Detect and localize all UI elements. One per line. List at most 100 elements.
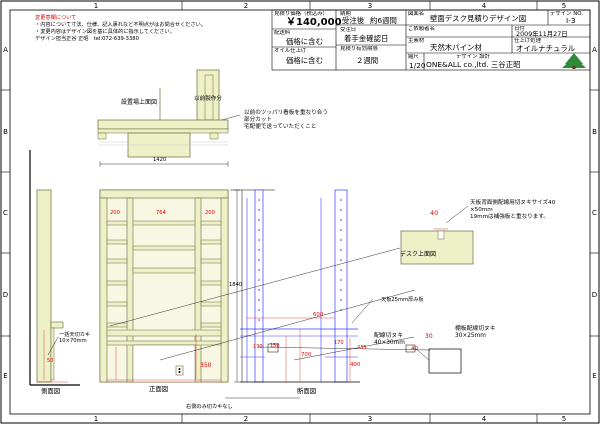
shelf-cut-drawing [405,344,462,374]
leader-lines [47,247,431,399]
lead-time-label: 納期 [340,11,351,17]
notes-heading: 変更意欄について [35,15,77,21]
lead-time-b: 約6週間 [370,16,397,25]
desk-tile-drawing [400,205,474,265]
prev-product-label: 以前製作分 [194,96,222,102]
oil-value: 価格に含む [286,56,323,65]
dim-shelf-30: 30 [425,333,433,340]
row-label: C [3,209,8,217]
col-label: 2 [244,415,248,423]
thick-note: 天板25mm厚み板 [381,297,424,303]
company-logo [562,53,586,69]
desk-plan-label: デスク上面図 [400,251,437,258]
plan-top-board [97,119,229,130]
design-by-label: デザイン 設計 [456,54,491,60]
date-label: 日付 [514,26,525,32]
estimate-value: ￥140,000 [286,17,342,28]
right-only-note: 右側のみ切カキなし [186,404,233,410]
row-label: A [3,46,8,54]
row-label: B [592,128,597,136]
validity-value: ２週間 [356,56,379,65]
side-view-drawing [29,150,80,386]
dim-700: 700 [301,352,312,358]
col-label: 5 [562,2,566,10]
top-plan-label: 設置場上面図 [121,99,158,106]
notes-line: ・内容について寸法、仕様、記入裏れなど不明点がはお問合せください。 [35,22,207,28]
row-label: D [592,291,597,299]
dim-50: 50 [47,358,54,364]
front-view-label: 正面図 [149,385,169,393]
front-top-board [99,189,229,199]
finish-label: 仕上げ処理 [514,38,541,44]
scale-value: 1/20 [409,61,426,70]
notes-line: ・変更内容はデザイン図を基に具体的に指示してください。 [35,29,175,35]
shelf-note: 棚板配線切ヌキ 30×25mm [455,326,496,339]
dim-350: 350 [200,362,212,369]
material-value: 天然木パイン材 [430,43,482,52]
dim-height: 1840 [229,282,243,288]
column-labels: 1 2 3 4 5 1 2 3 4 5 [94,2,566,423]
row-label: E [3,372,7,380]
cut-note: 配線切ヌキ 40×30mm [374,333,405,346]
outlet [175,365,184,376]
side-view-label: 側面図 [41,387,61,395]
dim-tile-40: 40 [430,209,439,217]
row-label: C [592,209,597,217]
row-label: E [592,372,596,380]
col-label: 3 [368,2,372,10]
estimate-label: 見積り価格（税込み） [274,11,328,17]
finish-value: オイルナチュラル [516,44,576,53]
col-label: 3 [368,415,372,423]
title-block-grid [271,9,591,71]
dim-150: 150 [270,343,280,349]
col-label: 1 [94,2,98,10]
front-view-drawing [99,161,240,383]
overhang-note: 以前のツッパリ看板を重なり合う 部分カット 宅配便で送っていただくこと [244,110,328,131]
dim-130: 130 [253,344,263,350]
dim-235: 235 [357,345,367,351]
col-label: 4 [482,415,487,423]
delivery-label: 配送料 [274,30,291,36]
col-label: 2 [244,2,248,10]
scale-label: 縮尺 [408,54,419,60]
order-value: 着手金確認日 [344,34,389,43]
row-label: D [3,291,8,299]
tile-note: 天板背面側配線用切ヌキサイズ40 ×50mm 19mmは補強板と重なります。 [470,200,556,220]
dim-170: 170 [334,340,344,346]
dim-center: 764 [156,210,166,216]
section-upright-right [334,189,348,383]
col-label: 4 [482,2,487,10]
side-cut-note: 一括天切カキ 10×70mm [59,332,91,345]
material-label: 主素材 [408,38,425,44]
tile-board [400,230,474,265]
design-no-label: デザイン NO. [550,11,584,17]
row-label: B [3,128,8,136]
dim-400: 400 [350,362,361,368]
dim-left-col: 200 [110,210,120,216]
top-plan-drawing [97,69,241,158]
col-label: 5 [562,415,566,423]
row-labels: A B C D E A B C D E [3,46,597,380]
design-no: I-3 [566,16,576,25]
dim-600: 600 [313,312,324,318]
validity-label: 見積り有効期限 [340,46,378,52]
section-view-drawing [230,189,360,383]
dim-shelf-40: 40 [411,346,419,352]
lead-time-a: 受注後 [342,16,365,25]
order-label: 受注日 [340,27,357,33]
company-name: ONE&ALL co.,ltd. 三谷正昭 [426,60,521,69]
notes-contact: デザイン担当正谷 正昭 tel:072-639-3380 [35,36,139,42]
drawing-name-label: 図面名 [408,11,425,17]
shelf-cut-box [428,348,462,374]
dim-right-col: 200 [205,210,215,216]
oil-label: オイル仕上げ [274,48,307,54]
section-view-label: 断面図 [297,387,317,395]
customer-label: ご依頼者名 [408,26,435,32]
drawing-name: 壁面デスク見積りデザイン図 [430,14,527,23]
dim-width: 1420 [153,157,167,163]
col-label: 1 [94,415,98,423]
delivery-value: 価格に含む [286,37,323,46]
